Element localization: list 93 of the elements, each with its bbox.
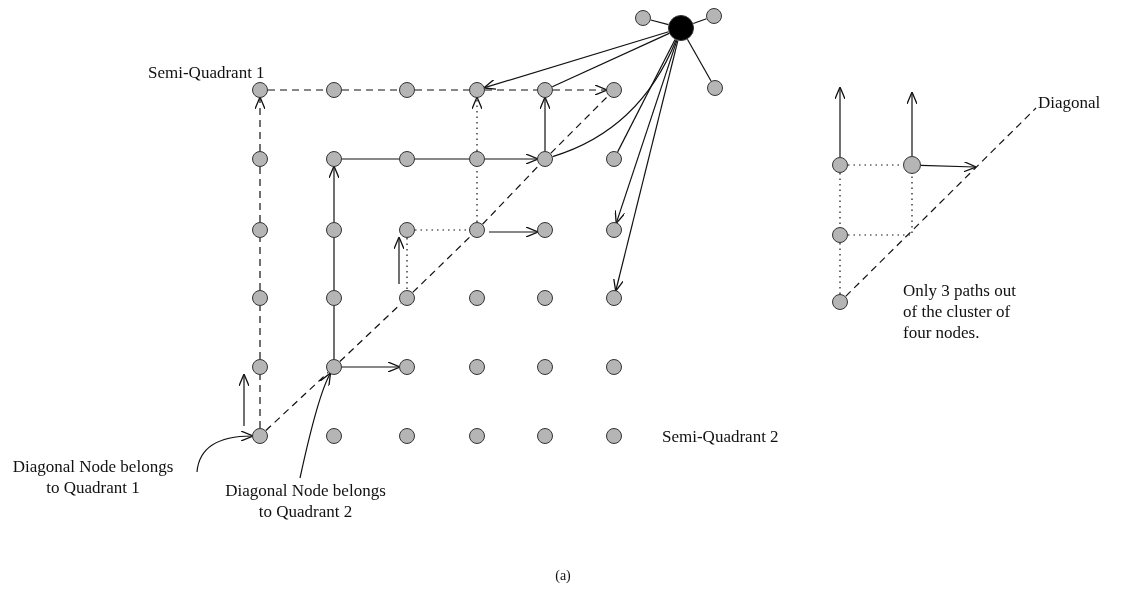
grid-node [399,222,415,238]
source-node [668,15,694,41]
grid-node [399,290,415,306]
grid-node [635,10,651,26]
leader-line [196,430,254,473]
arrow [920,161,977,173]
arrow [613,40,679,292]
grid-node [903,156,921,174]
connector-line [333,305,335,360]
grid-node [606,151,622,167]
connector-line [550,95,609,154]
grid-node [537,290,553,306]
connector-line [412,234,472,294]
grid-node [537,359,553,375]
grid-node [606,359,622,375]
grid-node [606,82,622,98]
connector-line [259,237,261,291]
arrow [393,236,405,285]
arrow [906,91,918,157]
grid-node [537,428,553,444]
arrow [341,361,401,373]
grid-node [537,222,553,238]
connector-line [552,39,677,158]
grid-node [252,82,268,98]
grid-node [326,82,342,98]
grid-node [326,290,342,306]
arrow [254,96,266,152]
arrow [834,86,846,158]
grid-node [326,222,342,238]
grid-node [606,428,622,444]
arrow [484,153,539,165]
connector-line [259,305,261,360]
grid-node [399,359,415,375]
connector-line [341,89,400,91]
connector-line [259,374,261,429]
grid-node [326,151,342,167]
leader-line [299,372,332,479]
connector-line [686,38,712,82]
connector-line [333,237,335,291]
grid-node [606,222,622,238]
region-label: Semi-Quadrant 2 [662,426,780,447]
grid-node [469,82,485,98]
grid-node [252,428,268,444]
connector-line [692,18,708,25]
grid-node [252,359,268,375]
arrow [488,226,539,238]
grid-node [399,151,415,167]
grid-node [832,157,848,173]
grid-node [469,222,485,238]
arrow [328,165,340,223]
connector-line [265,371,329,432]
grid-node [469,428,485,444]
connector-line [341,158,400,160]
arrow [483,31,670,90]
grid-node [707,80,723,96]
grid-node [469,290,485,306]
arrow [552,84,608,96]
connector-line [839,242,841,295]
grid-node [326,359,342,375]
arrow [471,96,483,152]
arrow [539,96,551,152]
grid-node [252,290,268,306]
grid-node [252,222,268,238]
connector-line [414,89,470,91]
connector-line [551,32,670,88]
grid-node [399,82,415,98]
connector-line [406,237,408,291]
note-text: Only 3 paths out of the cluster of four nodes. [903,280,1017,343]
grid-node [399,428,415,444]
connector-line [845,107,1037,297]
connector-line [650,19,670,26]
caption: (a) [554,567,572,585]
grid-node [326,428,342,444]
grid-node [706,8,722,24]
arrow [238,373,250,427]
grid-node [537,151,553,167]
grid-node [832,227,848,243]
grid-node [832,294,848,310]
connector-line [414,158,470,160]
grid-node [606,290,622,306]
callout-text: Diagonal Node belongs to Quadrant 1 [8,456,178,498]
connector-line [481,164,541,225]
connector-line [259,166,261,223]
grid-node [537,82,553,98]
connector-line [617,38,676,153]
connector-line [484,89,538,91]
grid-node [469,151,485,167]
grid-node [469,359,485,375]
arrow [614,39,678,224]
callout-text: Diagonal Node belongs to Quadrant 2 [218,480,393,522]
callout-text: Diagonal [1038,92,1118,113]
region-label: Semi-Quadrant 1 [148,62,266,83]
grid-node [252,151,268,167]
